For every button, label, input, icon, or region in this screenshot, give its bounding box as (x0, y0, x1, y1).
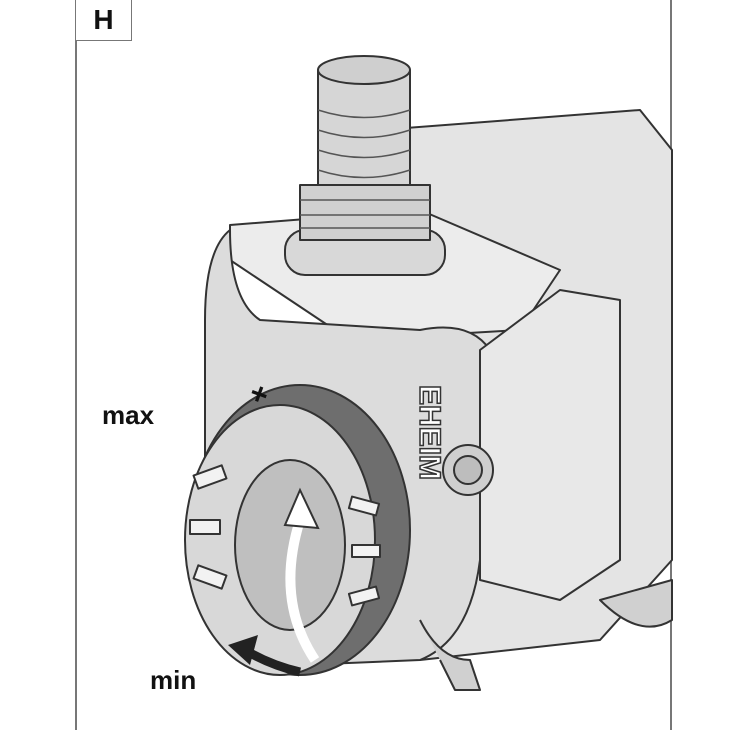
outlet-ribbed (299, 184, 431, 241)
brand-logo: EHEIM (413, 385, 446, 480)
rotation-arrow-dial (285, 518, 320, 663)
outlet-opening (317, 55, 411, 85)
frame-border-left (75, 0, 77, 730)
pump-side-panel (479, 289, 621, 601)
label-max: max (102, 400, 155, 430)
suction-foot (419, 619, 481, 691)
panel-label: H (75, 0, 132, 41)
label-min: min (150, 665, 197, 695)
suction-cup (599, 579, 673, 628)
